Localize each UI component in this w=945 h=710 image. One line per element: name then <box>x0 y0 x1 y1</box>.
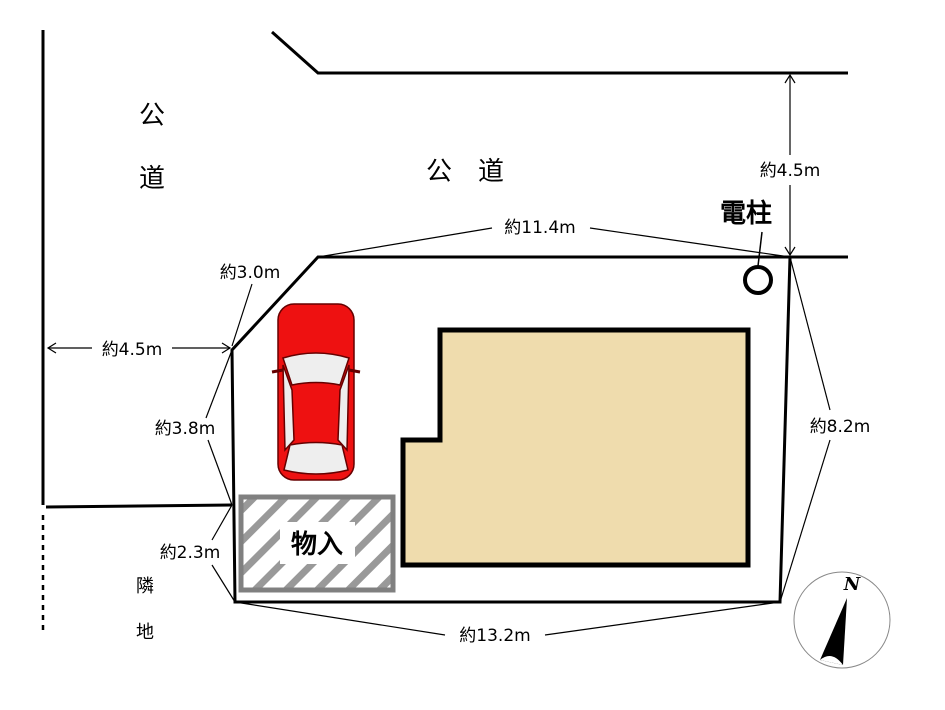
storage-shed: 物入 <box>238 494 396 593</box>
dim-corner: 約3.0m <box>220 263 281 283</box>
dimension-lines <box>46 73 831 636</box>
neighbor-label-1: 隣 <box>136 576 154 597</box>
dim-top-road: 約4.5m <box>760 161 821 181</box>
road-top-label: 公 道 <box>426 157 504 187</box>
lot-boundary <box>230 255 792 604</box>
dim-right: 約8.2m <box>810 417 871 437</box>
compass-north-label: N <box>843 574 862 595</box>
compass-icon: N <box>793 571 891 669</box>
dim-left-lower: 約2.3m <box>160 543 221 563</box>
area-labels: 公 道 公 道 隣 地 <box>136 101 504 643</box>
neighbor-label-2: 地 <box>136 622 154 643</box>
road-left-label-1: 公 <box>139 101 165 131</box>
road-boundaries <box>41 30 848 635</box>
road-left-label-2: 道 <box>139 164 165 194</box>
dim-left-upper: 約3.8m <box>155 419 216 439</box>
storage-label: 物入 <box>291 530 343 560</box>
pole-label: 電柱 <box>720 199 772 229</box>
car-icon <box>271 303 361 481</box>
house-footprint <box>400 327 751 568</box>
dimension-labels: 約11.4m 約3.0m 約4.5m 約3.8m 約2.3m 約13.2m 約8… <box>102 161 871 646</box>
dim-top: 約11.4m <box>504 218 575 238</box>
dim-bottom: 約13.2m <box>459 626 530 646</box>
dim-left-road: 約4.5m <box>102 340 163 360</box>
utility-pole: 電柱 <box>720 199 773 295</box>
